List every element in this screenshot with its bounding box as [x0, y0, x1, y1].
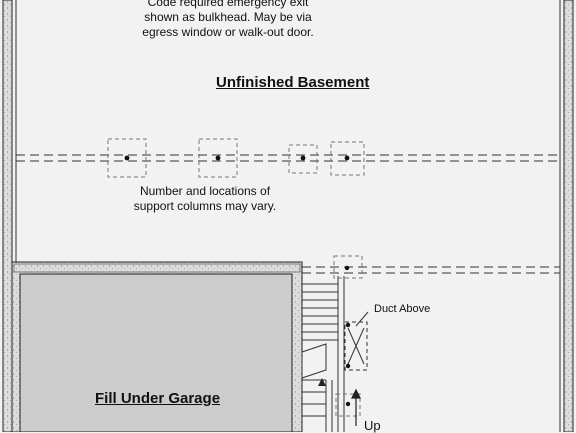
column-post: [345, 322, 351, 328]
columns-note-line: support columns may vary.: [133, 199, 277, 213]
egress-note-line: egress window or walk-out door.: [142, 25, 314, 39]
egress-note: Code required emergency exit shown as bu…: [110, 0, 346, 40]
support-columns: [107, 138, 365, 178]
right-exterior-wall: [563, 0, 574, 432]
duct: [344, 311, 369, 371]
stairs: [301, 276, 345, 432]
fill-under-garage-title: Fill Under Garage: [95, 390, 221, 407]
column-post: [345, 401, 351, 407]
egress-note-line: shown as bulkhead. May be via: [144, 10, 312, 24]
column-post: [300, 155, 306, 161]
left-exterior-wall: [2, 0, 13, 432]
column-post: [124, 155, 130, 161]
column-footing: [333, 255, 363, 279]
column-post: [344, 155, 350, 161]
column-footing: [330, 141, 365, 176]
garage-fill-area: [19, 273, 293, 432]
stairs-up-label: Up: [364, 418, 381, 433]
column-footing: [198, 138, 238, 178]
egress-note-line: Code required emergency exit: [147, 0, 309, 9]
column-post: [215, 155, 221, 161]
up-arrow: [351, 388, 361, 426]
beam-line: [16, 154, 560, 162]
unfinished-basement-title: Unfinished Basement: [216, 74, 370, 91]
column-post: [344, 265, 350, 271]
columns-note: Number and locations of support columns …: [100, 184, 310, 214]
duct-above-label: Duct Above: [374, 303, 431, 315]
column-post: [345, 363, 351, 369]
columns-note-line: Number and locations of: [139, 184, 271, 198]
column-footing: [288, 144, 318, 174]
column-footing: [107, 138, 147, 178]
column-footing: [335, 393, 361, 417]
